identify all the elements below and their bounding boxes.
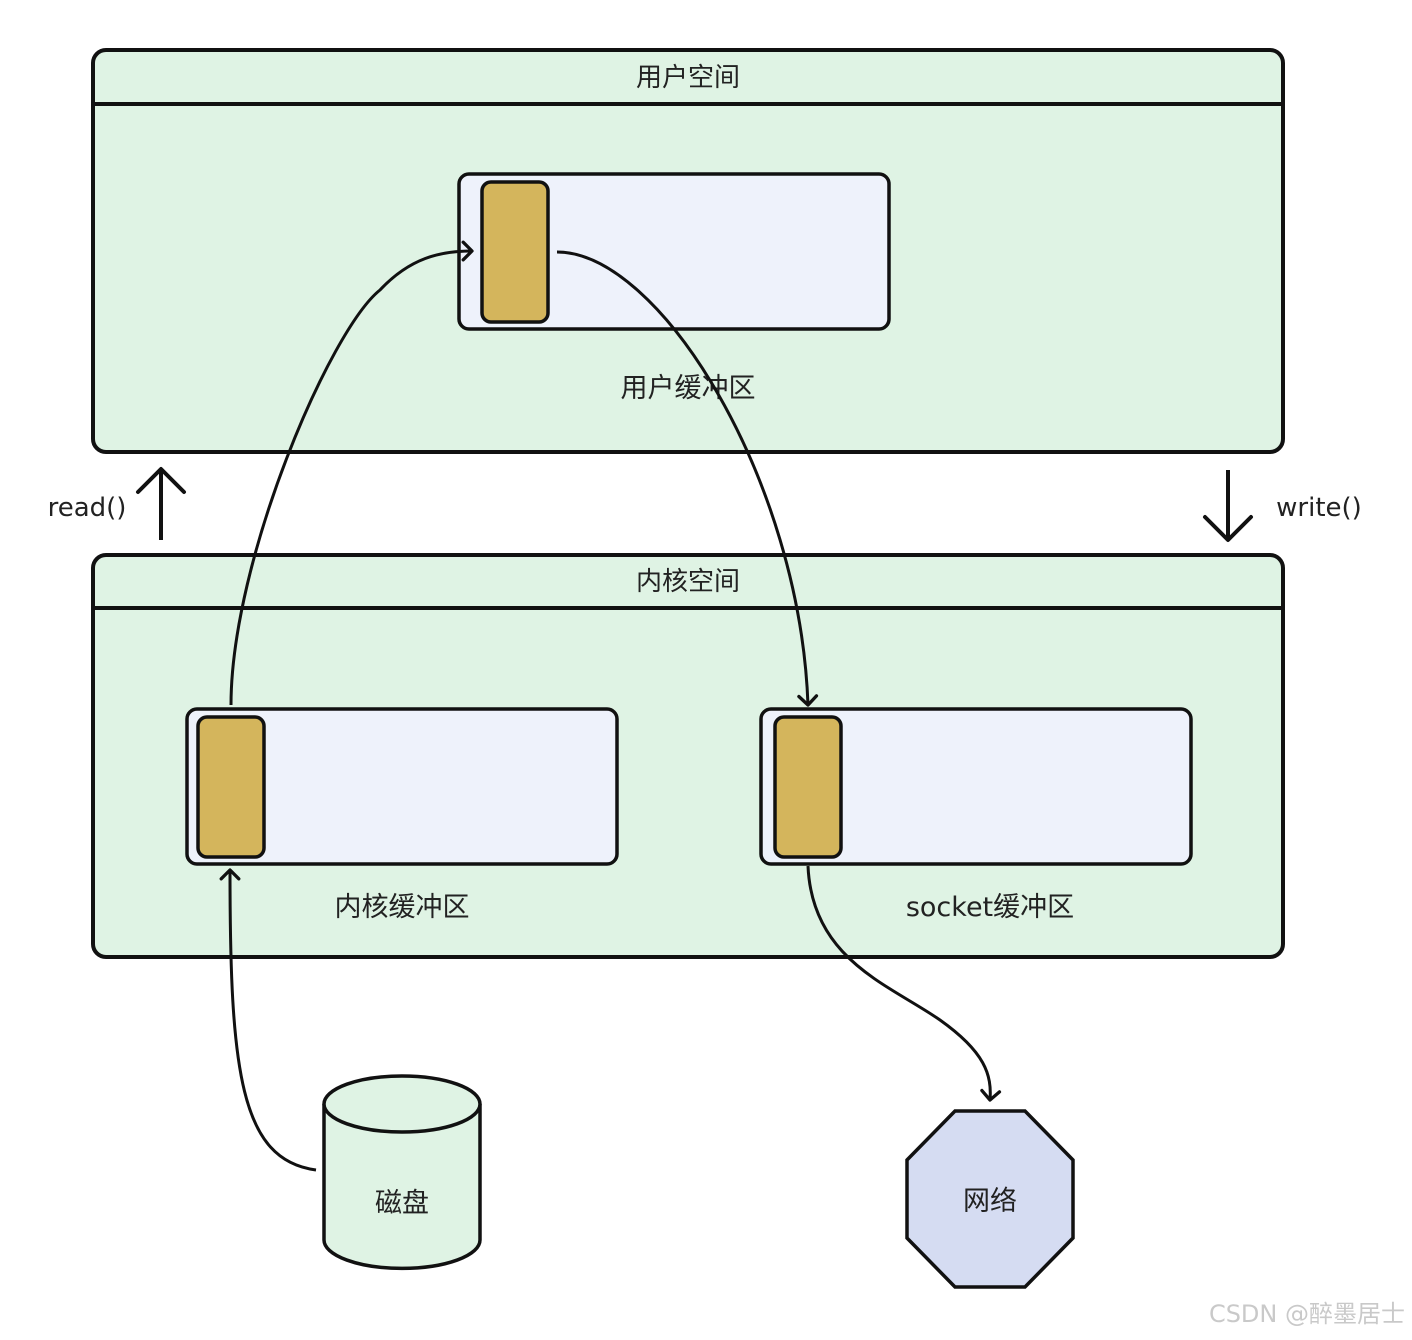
socket-buffer-label: socket缓冲区 — [906, 892, 1074, 923]
kernel-buffer: 内核缓冲区 — [185, 707, 619, 923]
user-buffer-label: 用户缓冲区 — [621, 373, 756, 404]
kernel-space-title: 内核空间 — [636, 567, 740, 597]
user-space-title: 用户空间 — [636, 63, 740, 93]
kernel-buffer-data-block — [196, 715, 266, 859]
kernel-to-user-arrow — [229, 240, 474, 706]
network-octagon: 网络 — [905, 1109, 1075, 1289]
socket-to-network-arrow — [806, 865, 1002, 1102]
read-label: read() — [48, 493, 127, 523]
user-to-socket-arrow — [556, 250, 819, 707]
socket-buffer-data-block — [773, 715, 843, 859]
user-buffer: 用户缓冲区 — [457, 172, 891, 404]
user-buffer-data-block — [480, 180, 550, 324]
read-indicator: read() — [48, 467, 186, 540]
down-arrow-icon — [1203, 515, 1253, 542]
socket-buffer: socket缓冲区 — [759, 707, 1193, 923]
write-label: write() — [1276, 493, 1362, 523]
disk-label: 磁盘 — [375, 1188, 429, 1219]
watermark-text: CSDN @醉墨居士 — [1209, 1300, 1405, 1328]
network-label: 网络 — [963, 1186, 1017, 1217]
write-indicator: write() — [1203, 470, 1362, 542]
up-arrow-icon — [136, 467, 186, 494]
kernel-buffer-label: 内核缓冲区 — [335, 892, 470, 923]
disk-cylinder: 磁盘 — [322, 1074, 482, 1271]
disk-to-kernel-arrow — [219, 868, 317, 1172]
